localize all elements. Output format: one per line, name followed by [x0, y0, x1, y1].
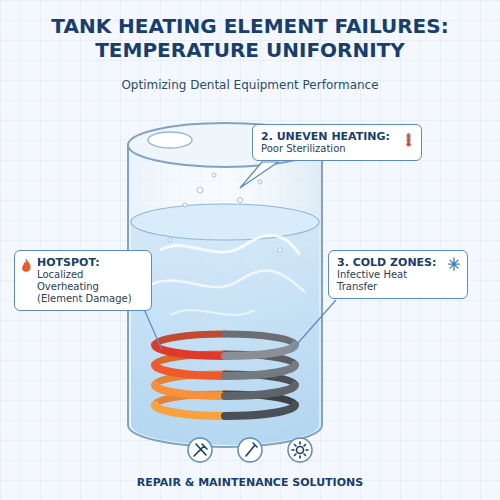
title: TANK HEATING ELEMENT FAILURES: TEMPERATU… [10, 14, 490, 62]
callout-heading: 2. UNEVEN HEATING: [261, 130, 401, 143]
callout-icon [405, 131, 415, 149]
callout-box: HOTSPOT:Localized Overheating (Element D… [14, 250, 152, 311]
callout-text: Infective Heat Transfer [337, 269, 443, 293]
subtitle: Optimizing Dental Equipment Performance [10, 78, 490, 92]
callout-icon [21, 258, 33, 274]
callout-icon [447, 257, 461, 273]
callout-box: 3. COLD ZONES:Infective Heat Transfer [328, 250, 468, 299]
callout-text: Localized Overheating (Element Damage) [37, 269, 145, 305]
callout-box: 2. UNEVEN HEATING:Poor Sterilization [252, 124, 422, 161]
callout-heading: HOTSPOT: [37, 256, 145, 269]
callout-heading: 3. COLD ZONES: [337, 256, 443, 269]
callout-text: Poor Sterilization [261, 143, 401, 155]
footer-label: REPAIR & MAINTENANCE SOLUTIONS [10, 476, 490, 489]
